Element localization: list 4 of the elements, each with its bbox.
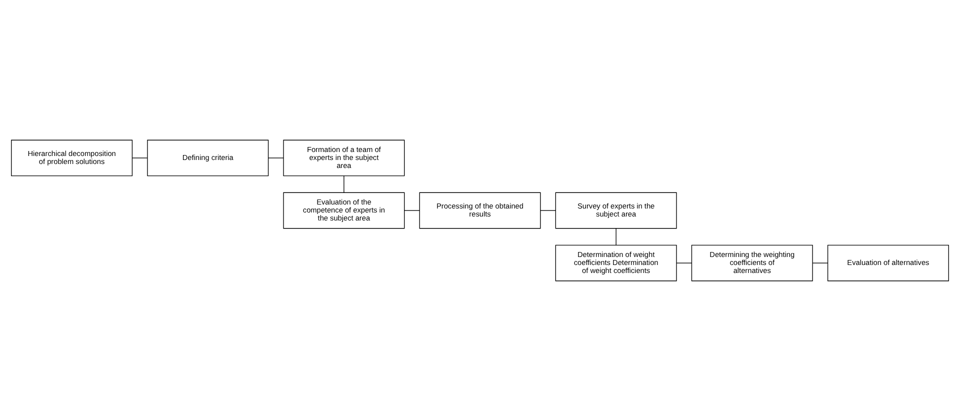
connector bbox=[132, 157, 148, 158]
connector bbox=[676, 262, 692, 263]
connector bbox=[268, 157, 284, 158]
connector bbox=[812, 262, 828, 263]
